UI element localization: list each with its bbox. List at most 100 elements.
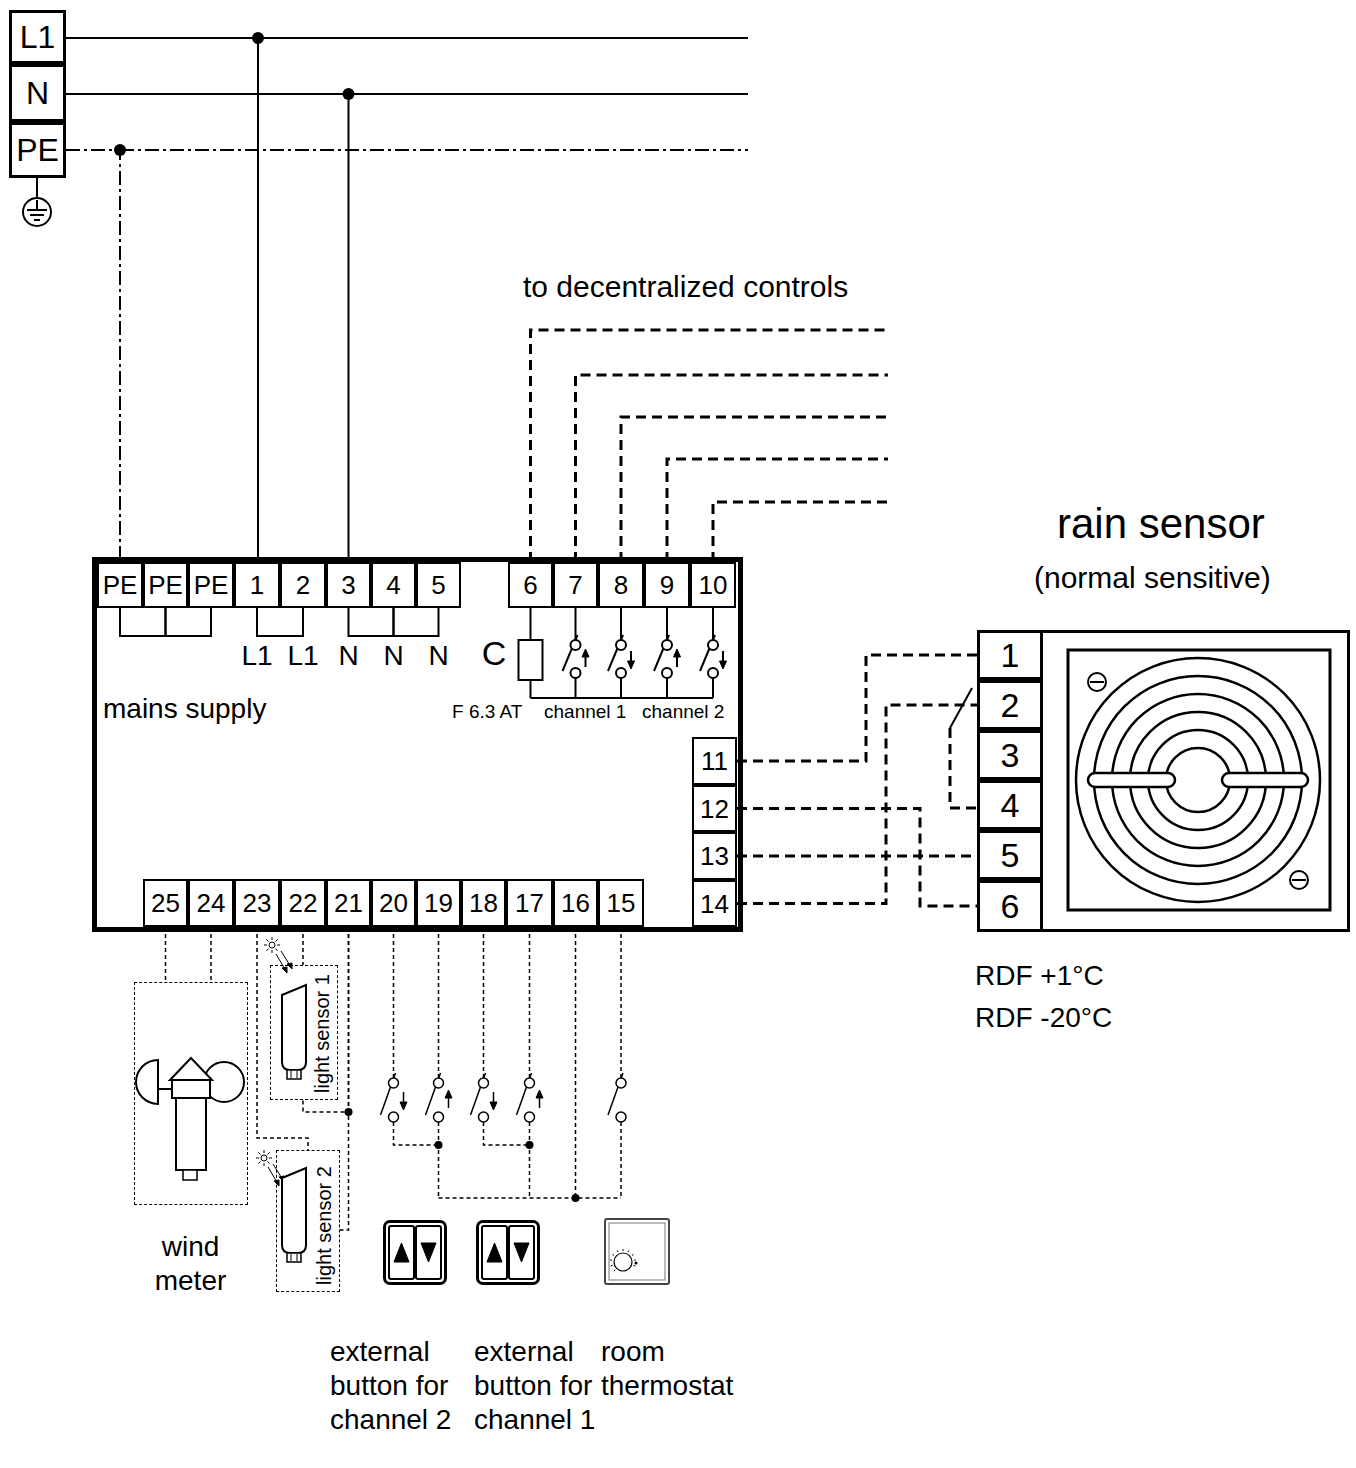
relay-lead [712,608,714,640]
terminal: 12 [692,785,737,832]
component-name: room thermostat [601,1335,751,1403]
terminal: 19 [416,879,461,927]
switch-arrow [630,651,632,662]
terminal-label: 6 [523,572,537,598]
heating-ring [1076,658,1320,902]
terminal-label: 1 [1001,638,1020,672]
light-sensor: light sensor 1 [270,965,338,1100]
earth-line [120,149,748,151]
terminal: 3 [326,562,371,608]
component-subtitle: (normal sensitive) [1034,563,1271,593]
junction-dot [572,1194,580,1202]
relay-lead [575,608,577,640]
model-name: RDF +1°C [975,962,1104,990]
wire [210,927,212,982]
switch-contact [616,1078,626,1088]
signal-wire [439,1197,622,1199]
button-key [509,1226,534,1279]
anemometer-cup [136,1060,158,1104]
sensor-lens [287,1070,301,1079]
sun-symbol [261,1155,267,1161]
wire [394,608,439,636]
dial-tick [617,1250,619,1252]
sun-ray [276,949,278,951]
fuse-rating: F 6.3 AT [452,702,522,721]
channel-name: channel 2 [642,702,724,721]
wire [66,150,120,562]
sun-ray [264,945,267,946]
rain-sensor-plate [1068,650,1330,910]
terminal: 14 [692,880,737,927]
sensor-lens [297,1071,298,1078]
rain-sensor: rain sensor(normal sensitive)123456 [977,630,1350,932]
thermostat-dial [614,1253,632,1271]
sun-ray [258,1152,260,1154]
terminal-label: PE [103,572,138,598]
earth-symbol [23,198,51,226]
switch-contact [616,640,626,650]
terminal-label: 5 [1001,838,1020,872]
sensor-lens [297,1254,298,1261]
terminal-label: 17 [515,890,544,916]
terminal-label: 20 [379,890,408,916]
terminal-label: 24 [197,890,226,916]
terminal: 24 [188,879,234,927]
pin-name: N [428,642,448,670]
relay-lead [666,608,668,640]
terminal-label: 15 [607,890,636,916]
sun-ray [268,1162,270,1164]
switch-arrow [585,656,587,667]
terminal-label: 10 [699,572,728,598]
terminal-label: 18 [469,890,498,916]
sensor-lens [287,1253,301,1262]
sun-symbol [269,942,275,948]
terminal: PE [143,562,188,608]
light-sensor: light sensor 2 [276,1150,340,1292]
terminal-label: 11 [701,748,728,774]
control-line [667,459,888,562]
wire [66,94,349,562]
sun-ray [264,1150,265,1153]
wire [349,608,394,636]
switch-contact [662,640,672,650]
down-triangle [514,1243,529,1262]
component-name: external button for channel 1 [474,1335,600,1437]
terminal-label: 21 [334,890,363,916]
dial-tick [610,1259,612,1260]
terminal-label: 22 [289,890,318,916]
terminal: 7 [553,562,598,608]
model-name: RDF -20°C [975,1004,1112,1032]
terminal: 25 [143,879,188,927]
wire [66,38,258,562]
terminal-label: 2 [1001,688,1020,722]
button-key [389,1226,414,1279]
sensor-terminal: 6 [977,880,1043,932]
thermostat-face [609,1223,665,1280]
wire [302,927,304,965]
terminal: 5 [416,562,461,608]
light-arrow-head [287,963,292,969]
pin-name: L1 [287,642,318,670]
terminal: 23 [234,879,280,927]
earth-symbol [34,219,40,221]
sun-ray [256,1158,259,1159]
switch-arrow [448,1097,450,1108]
anemometer-stem [176,1098,206,1170]
wire [120,608,166,636]
relay-lead [575,678,577,698]
dial-tick [611,1265,613,1267]
down-triangle [421,1243,436,1262]
terminal-label: 13 [700,843,729,869]
pin-name: C [482,636,507,670]
terminal-label: 19 [424,890,453,916]
control-line [531,330,889,562]
signal-wire [483,927,485,1078]
terminal-label: 23 [243,890,272,916]
terminal-label: N [26,77,49,109]
terminal: 10 [690,562,736,608]
wire [340,927,349,1230]
switch-arrow-head [582,649,589,657]
component-name: mains supply [103,695,266,723]
switch-arrow-head [628,661,635,669]
wind-meter: wind meter [134,982,248,1205]
